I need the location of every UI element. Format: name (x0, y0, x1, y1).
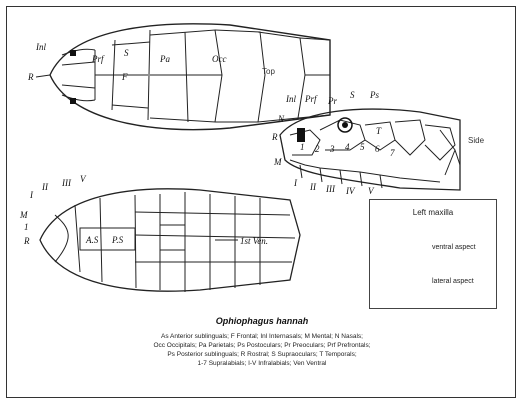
label-side-t: T (376, 126, 382, 136)
label-ven-as: A.S (85, 235, 99, 245)
maxilla-ventral-label: ventral aspect (432, 244, 476, 251)
label-side-n7: 7 (390, 148, 395, 158)
label-side-r5: V (368, 186, 375, 196)
label-side-ps: Ps (369, 90, 379, 100)
label-ven-ps: P.S (111, 235, 124, 245)
label-side-n: N (277, 114, 285, 124)
side-view-head (280, 109, 460, 190)
label-side-n1: 1 (300, 142, 305, 152)
label-side-s: S (350, 90, 355, 100)
label-top-s: S (124, 48, 129, 58)
label-ven-i: I (29, 190, 34, 200)
label-side-r: R (271, 132, 278, 142)
maxilla-title: Left maxilla (370, 208, 496, 217)
label-side-n2: 2 (315, 144, 320, 154)
label-ven-s1: 1 (24, 222, 29, 232)
label-top-occ: Occ (212, 54, 227, 64)
label-top-prf: Prf (91, 54, 105, 64)
label-top-r: R (27, 72, 34, 82)
label-side-prf: Prf (304, 94, 318, 104)
abbreviation-line: Ps Posterior sublinguals; R Rostral; S S… (0, 350, 524, 359)
abbreviation-line: As Anterior sublinguals; F Frontal; Inl … (0, 332, 524, 341)
top-view-head (50, 24, 330, 130)
label-side-r4: IV (345, 186, 356, 196)
label-side-n3: 3 (329, 144, 335, 154)
top-eye-mark (70, 50, 76, 56)
label-top-inl: Inl (35, 42, 46, 52)
label-side-m: M (273, 157, 282, 167)
label-ven-v: V (80, 174, 87, 184)
view-label-side: Side (468, 136, 485, 145)
maxilla-lateral-label: lateral aspect (432, 278, 474, 285)
species-name: Ophiophagus hannah (0, 316, 524, 326)
label-side-pr: Pr (327, 96, 337, 106)
label-side-n5: 5 (360, 142, 365, 152)
maxilla-legend-box: Left maxilla ventral aspect lateral aspe… (369, 199, 497, 309)
label-ven-iii: III (61, 178, 72, 188)
label-ven-r: R (23, 236, 30, 246)
label-top-f: F (121, 72, 128, 82)
label-ven-ven: 1st Ven. (240, 236, 268, 246)
label-side-inl: Inl (285, 94, 296, 104)
label-top-pa: Pa (159, 54, 170, 64)
label-side-r1: I (293, 178, 298, 188)
label-side-n6: 6 (375, 144, 380, 154)
side-nostril-mark (297, 128, 305, 142)
label-side-r2: II (309, 182, 317, 192)
label-side-r3: III (325, 184, 336, 194)
top-eye-mark-lower (70, 98, 76, 104)
label-side-n4: 4 (345, 142, 350, 152)
label-ven-m: M (19, 210, 28, 220)
view-label-top: Top (262, 67, 275, 76)
figure-caption: Ophiophagus hannah As Anterior sublingua… (0, 316, 524, 368)
label-ven-ii: II (41, 182, 49, 192)
side-eye-pupil (342, 122, 348, 128)
abbreviation-line: 1-7 Supralabials; I-V Infralabials; Ven … (0, 359, 524, 368)
abbreviation-line: Occ Occipitals; Pa Parietals; Ps Postocu… (0, 341, 524, 350)
